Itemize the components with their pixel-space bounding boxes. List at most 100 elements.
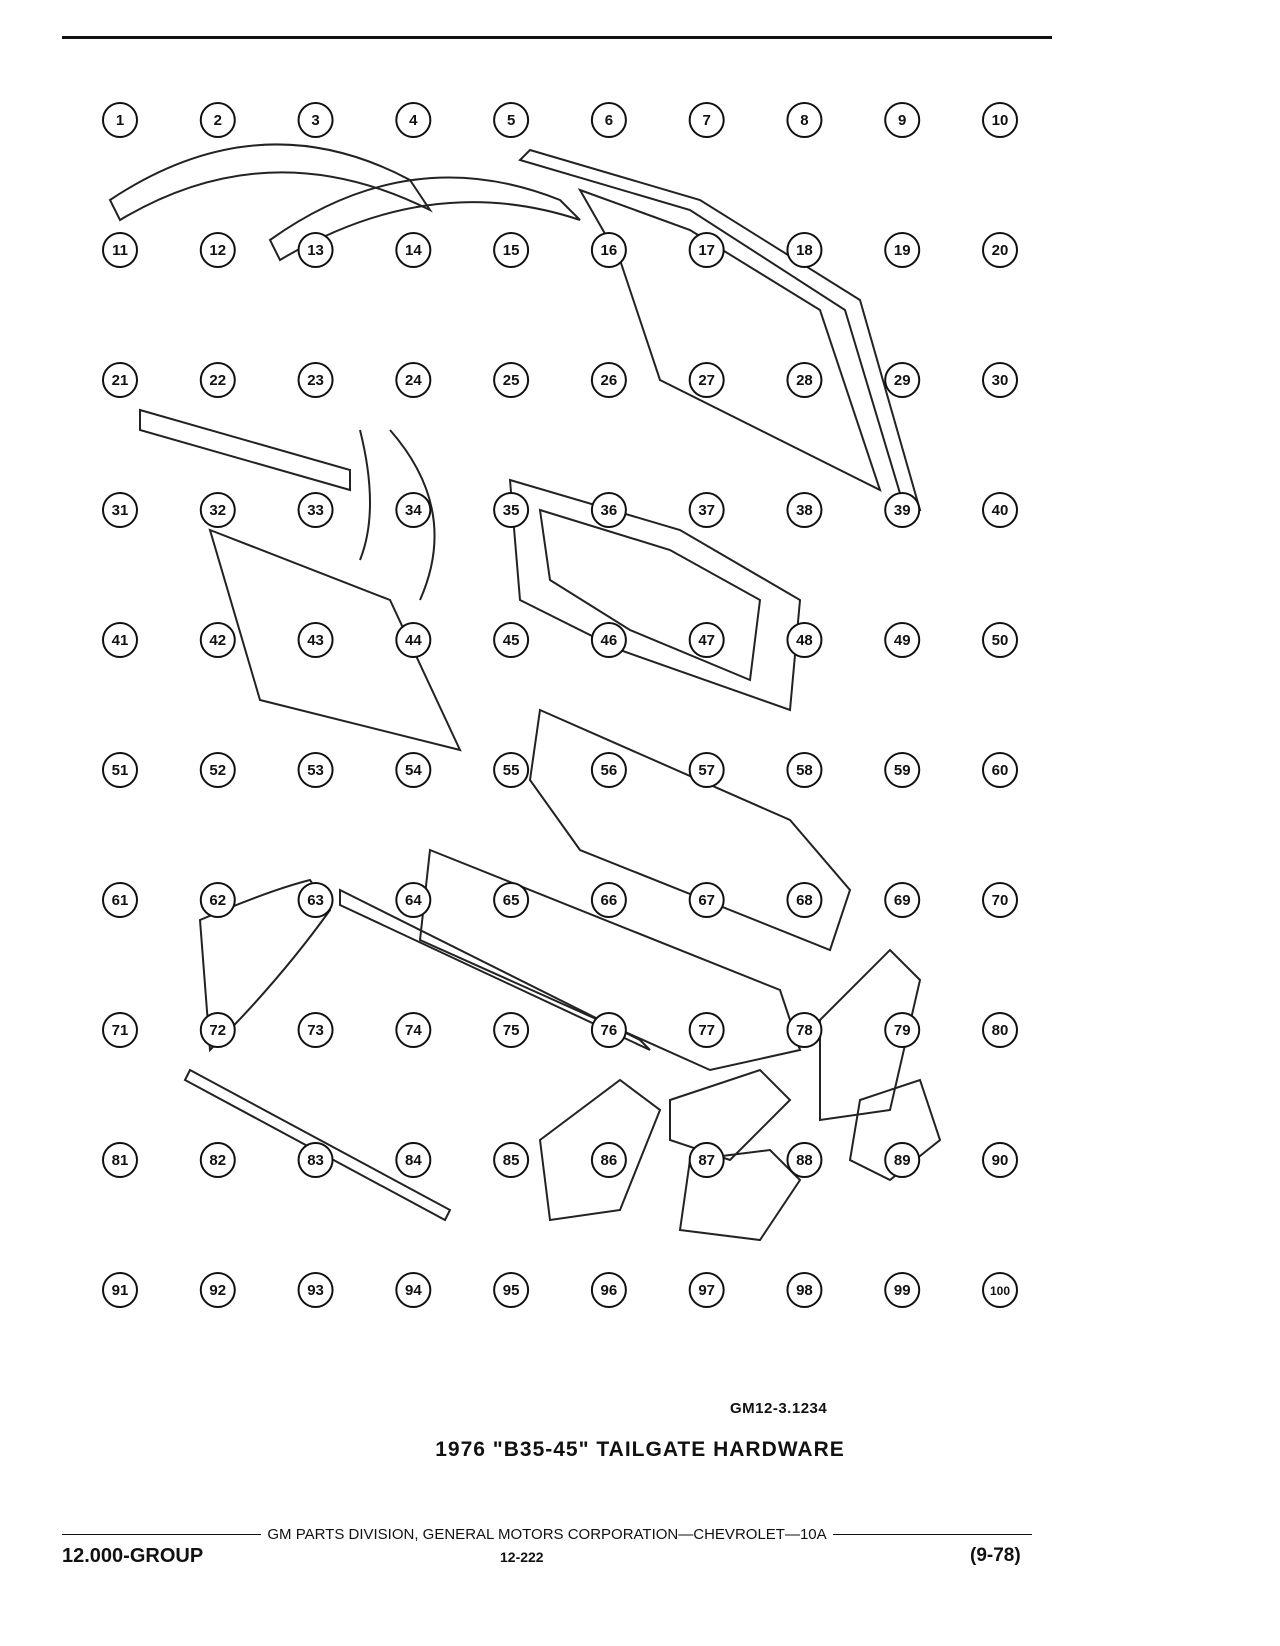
callout-number: 74 xyxy=(405,1022,422,1039)
callout-92: 92 xyxy=(199,1272,236,1308)
callout-number: 51 xyxy=(112,762,129,779)
callout-38: 38 xyxy=(786,492,823,528)
callout-circle xyxy=(493,362,530,398)
callout-29: 29 xyxy=(884,362,921,398)
callout-circle xyxy=(199,622,236,658)
callout-72: 72 xyxy=(199,1012,236,1048)
callout-number: 56 xyxy=(601,762,618,779)
callout-99: 99 xyxy=(884,1272,921,1308)
callout-number: 100 xyxy=(990,1284,1010,1298)
callout-6: 6 xyxy=(590,102,627,138)
callout-number: 52 xyxy=(209,762,226,779)
callout-35: 35 xyxy=(493,492,530,528)
callout-number: 53 xyxy=(307,762,324,779)
callout-circle xyxy=(297,1012,334,1048)
callout-16: 16 xyxy=(590,232,627,268)
callout-68: 68 xyxy=(786,882,823,918)
callout-circle xyxy=(786,1012,823,1048)
callout-number: 87 xyxy=(698,1152,715,1169)
callout-circle xyxy=(590,1272,627,1308)
callout-circle xyxy=(395,882,432,918)
callout-number: 23 xyxy=(307,372,324,389)
callout-circle xyxy=(688,362,725,398)
callout-number: 78 xyxy=(796,1022,813,1039)
callout-89: 89 xyxy=(884,1142,921,1178)
callout-number: 62 xyxy=(209,892,226,909)
callout-47: 47 xyxy=(688,622,725,658)
callout-1: 1 xyxy=(102,102,138,138)
callout-number: 71 xyxy=(112,1022,129,1039)
callout-circle xyxy=(884,882,921,918)
callout-52: 52 xyxy=(199,752,236,788)
callout-number: 98 xyxy=(796,1282,813,1299)
callout-circle xyxy=(590,752,627,788)
callout-54: 54 xyxy=(395,752,432,788)
callout-number: 47 xyxy=(698,632,715,649)
callout-28: 28 xyxy=(786,362,823,398)
callout-21: 21 xyxy=(102,362,138,398)
callout-circle xyxy=(199,362,236,398)
callout-circle xyxy=(199,1012,236,1048)
callout-circle xyxy=(786,752,823,788)
callout-number: 6 xyxy=(605,112,613,129)
callout-circle xyxy=(884,1012,921,1048)
callout-circle xyxy=(297,102,334,138)
callout-number: 35 xyxy=(503,502,520,519)
callout-circle xyxy=(493,232,530,268)
callout-circle xyxy=(102,882,138,918)
lower-rail xyxy=(339,888,651,1051)
callout-circle xyxy=(982,362,1018,398)
tailgate-box-upper xyxy=(528,708,852,952)
callout-circle xyxy=(493,102,530,138)
callout-number: 96 xyxy=(601,1282,618,1299)
callout-5: 5 xyxy=(493,102,530,138)
callout-91: 91 xyxy=(102,1272,138,1308)
callout-circle xyxy=(688,752,725,788)
callout-number: 40 xyxy=(992,502,1009,519)
callout-circle xyxy=(982,622,1018,658)
callout-number: 32 xyxy=(209,502,226,519)
callout-circle xyxy=(982,232,1018,268)
window-frame-arch xyxy=(268,176,581,262)
callout-number: 27 xyxy=(698,372,715,389)
callout-71: 71 xyxy=(102,1012,138,1048)
callout-number: 12 xyxy=(209,242,226,259)
callout-circle xyxy=(102,232,138,268)
callout-20: 20 xyxy=(982,232,1018,268)
callout-number: 5 xyxy=(507,112,515,129)
callout-94: 94 xyxy=(395,1272,432,1308)
callout-84: 84 xyxy=(395,1142,432,1178)
callout-7: 7 xyxy=(688,102,725,138)
callout-circle xyxy=(493,1142,530,1178)
callout-circle xyxy=(786,102,823,138)
callout-67: 67 xyxy=(688,882,725,918)
callout-circle xyxy=(982,882,1018,918)
callout-circle xyxy=(102,752,138,788)
callout-number: 26 xyxy=(601,372,618,389)
callout-number: 48 xyxy=(796,632,813,649)
footer-publisher-line: GM PARTS DIVISION, GENERAL MOTORS CORPOR… xyxy=(62,1526,1033,1543)
callout-number: 83 xyxy=(307,1152,324,1169)
callout-number: 15 xyxy=(503,242,520,259)
access-cover-upper xyxy=(669,1068,792,1162)
support-cable xyxy=(359,429,371,561)
callout-39: 39 xyxy=(884,492,921,528)
callout-circle xyxy=(884,492,921,528)
callout-51: 51 xyxy=(102,752,138,788)
callout-circle xyxy=(297,752,334,788)
callout-number: 67 xyxy=(698,892,715,909)
callout-circle xyxy=(688,492,725,528)
callout-number: 30 xyxy=(992,372,1009,389)
callout-number: 36 xyxy=(601,502,618,519)
callout-30: 30 xyxy=(982,362,1018,398)
callout-number: 66 xyxy=(601,892,618,909)
callout-number: 80 xyxy=(992,1022,1009,1039)
callout-number: 76 xyxy=(601,1022,618,1039)
callout-number: 59 xyxy=(894,762,911,779)
callout-circle xyxy=(395,102,432,138)
callout-60: 60 xyxy=(982,752,1018,788)
callout-circle xyxy=(786,492,823,528)
callout-number: 33 xyxy=(307,502,324,519)
callout-circle xyxy=(590,1142,627,1178)
callout-number: 38 xyxy=(796,502,813,519)
